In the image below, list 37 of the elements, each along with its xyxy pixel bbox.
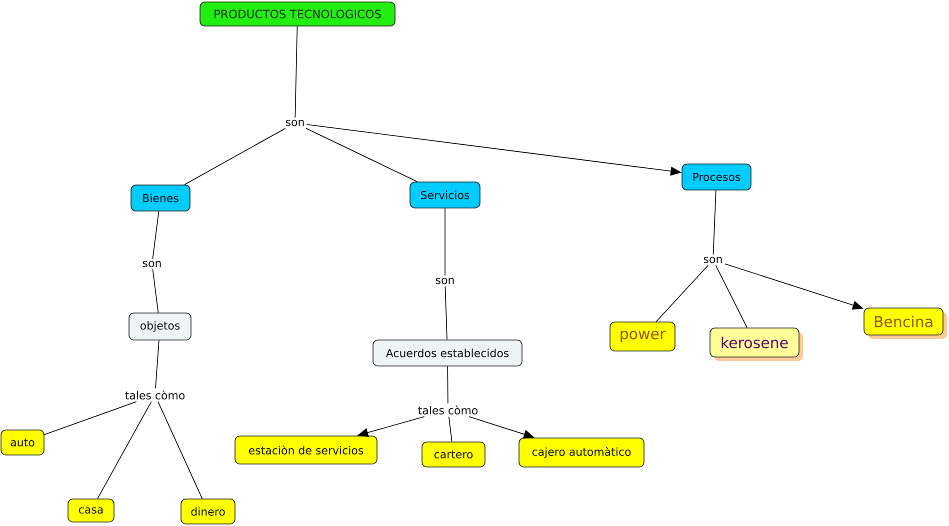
connector-line (152, 211, 160, 260)
connector-line (152, 268, 159, 313)
concept-box: Procesos (682, 164, 752, 190)
concept-box: cartero (422, 442, 486, 468)
concept-box: estaciòn de servicios (234, 436, 378, 464)
linking-phrase: tales còmo (122, 388, 188, 402)
connector-line (715, 264, 748, 328)
linking-phrase: son (140, 258, 164, 270)
concept-box: cajero automàtico (518, 438, 644, 468)
concept-box: Bencina (864, 308, 947, 339)
connector-line (656, 264, 708, 322)
connector-line (44, 401, 137, 436)
linking-phrase: tales còmo (416, 404, 480, 416)
concept-box: Servicios (410, 182, 480, 208)
concept-box: Bienes (130, 184, 190, 212)
connector-line (447, 366, 448, 404)
linking-phrase: son (701, 254, 725, 266)
connector-line (97, 401, 152, 499)
concept-box: Acuerdos establecidos (372, 340, 522, 366)
connector-line (294, 26, 298, 118)
connector-line (712, 190, 716, 256)
connector-line (158, 401, 203, 499)
connector-line (155, 340, 160, 389)
connector-line (444, 208, 446, 276)
connector-line (184, 128, 286, 185)
concept-box: PRODUCTOS TECNOLOGICOS (200, 2, 396, 26)
concept-box: objetos (128, 312, 192, 340)
concept-box: casa (68, 498, 114, 522)
connector-line (444, 286, 448, 340)
concept-box: dinero (180, 498, 236, 524)
concept-box: kerosene (710, 328, 803, 361)
linking-phrase: son (433, 276, 457, 286)
concept-box: power (610, 322, 676, 352)
linking-phrase: son (283, 118, 307, 128)
connector-line (306, 128, 418, 182)
concept-box: auto (0, 430, 44, 456)
connector-line (448, 416, 452, 442)
